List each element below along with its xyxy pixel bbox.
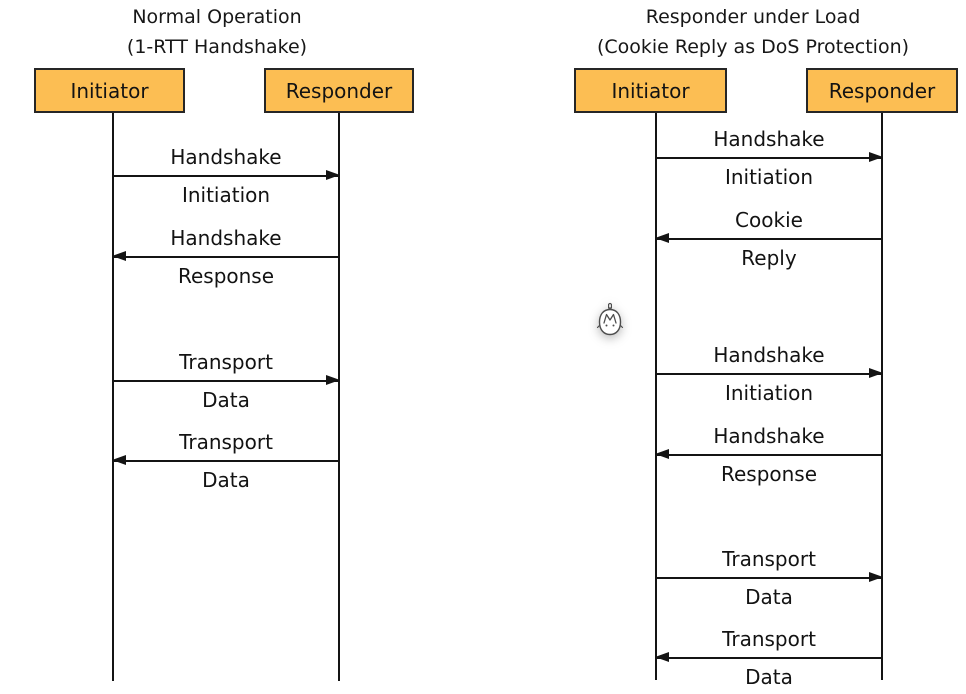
arrow-right-icon	[657, 368, 883, 378]
message-label-top: Handshake	[713, 127, 825, 151]
left-initiator-lifeline	[112, 113, 114, 681]
right-diagram-subtitle: (Cookie Reply as DoS Protection)	[596, 36, 910, 58]
arrow-left-icon	[112, 251, 338, 261]
arrow-right-icon	[114, 170, 340, 180]
left-initiator-box: Initiator	[34, 68, 185, 113]
mascot-cursor-icon	[596, 302, 624, 340]
arrow-right-icon	[657, 152, 883, 162]
message-label-top: Transport	[179, 350, 273, 374]
message-label-bottom: Initiation	[181, 183, 271, 207]
arrow-left-icon	[655, 652, 881, 662]
message-label-top: Handshake	[713, 424, 825, 448]
message-label-bottom: Reply	[741, 246, 797, 270]
message-label-top: Handshake	[713, 343, 825, 367]
message-label-bottom: Response	[720, 462, 818, 486]
message-label-bottom: Response	[177, 264, 275, 288]
arrow-left-icon	[655, 233, 881, 243]
arrow-left-icon	[112, 455, 338, 465]
message-label-top: Cookie	[735, 208, 803, 232]
message-label-top: Handshake	[170, 145, 282, 169]
left-responder-lifeline	[338, 113, 340, 681]
right-initiator-lifeline	[655, 113, 657, 680]
message-label-bottom: Data	[202, 388, 250, 412]
left-diagram-title: Normal Operation	[132, 6, 302, 28]
message-label-top: Transport	[722, 627, 816, 651]
right-initiator-box: Initiator	[574, 68, 727, 113]
actor-label: Initiator	[70, 78, 149, 103]
message-label-top: Handshake	[170, 226, 282, 250]
left-responder-box: Responder	[264, 68, 414, 113]
message-label-bottom: Data	[745, 585, 793, 609]
actor-label: Responder	[285, 78, 393, 103]
right-diagram-title: Responder under Load	[645, 6, 861, 28]
message-label-top: Transport	[179, 430, 273, 454]
message-label-bottom: Data	[745, 665, 793, 689]
left-diagram-subtitle: (1-RTT Handshake)	[126, 36, 308, 58]
message-label-bottom: Initiation	[724, 381, 814, 405]
actor-label: Responder	[828, 78, 936, 103]
message-label-bottom: Data	[202, 468, 250, 492]
message-label-bottom: Initiation	[724, 165, 814, 189]
right-responder-box: Responder	[806, 68, 958, 113]
arrow-right-icon	[114, 375, 340, 385]
arrow-left-icon	[655, 449, 881, 459]
arrow-right-icon	[657, 572, 883, 582]
actor-label: Initiator	[611, 78, 690, 103]
right-responder-lifeline	[881, 113, 883, 680]
message-label-top: Transport	[722, 547, 816, 571]
